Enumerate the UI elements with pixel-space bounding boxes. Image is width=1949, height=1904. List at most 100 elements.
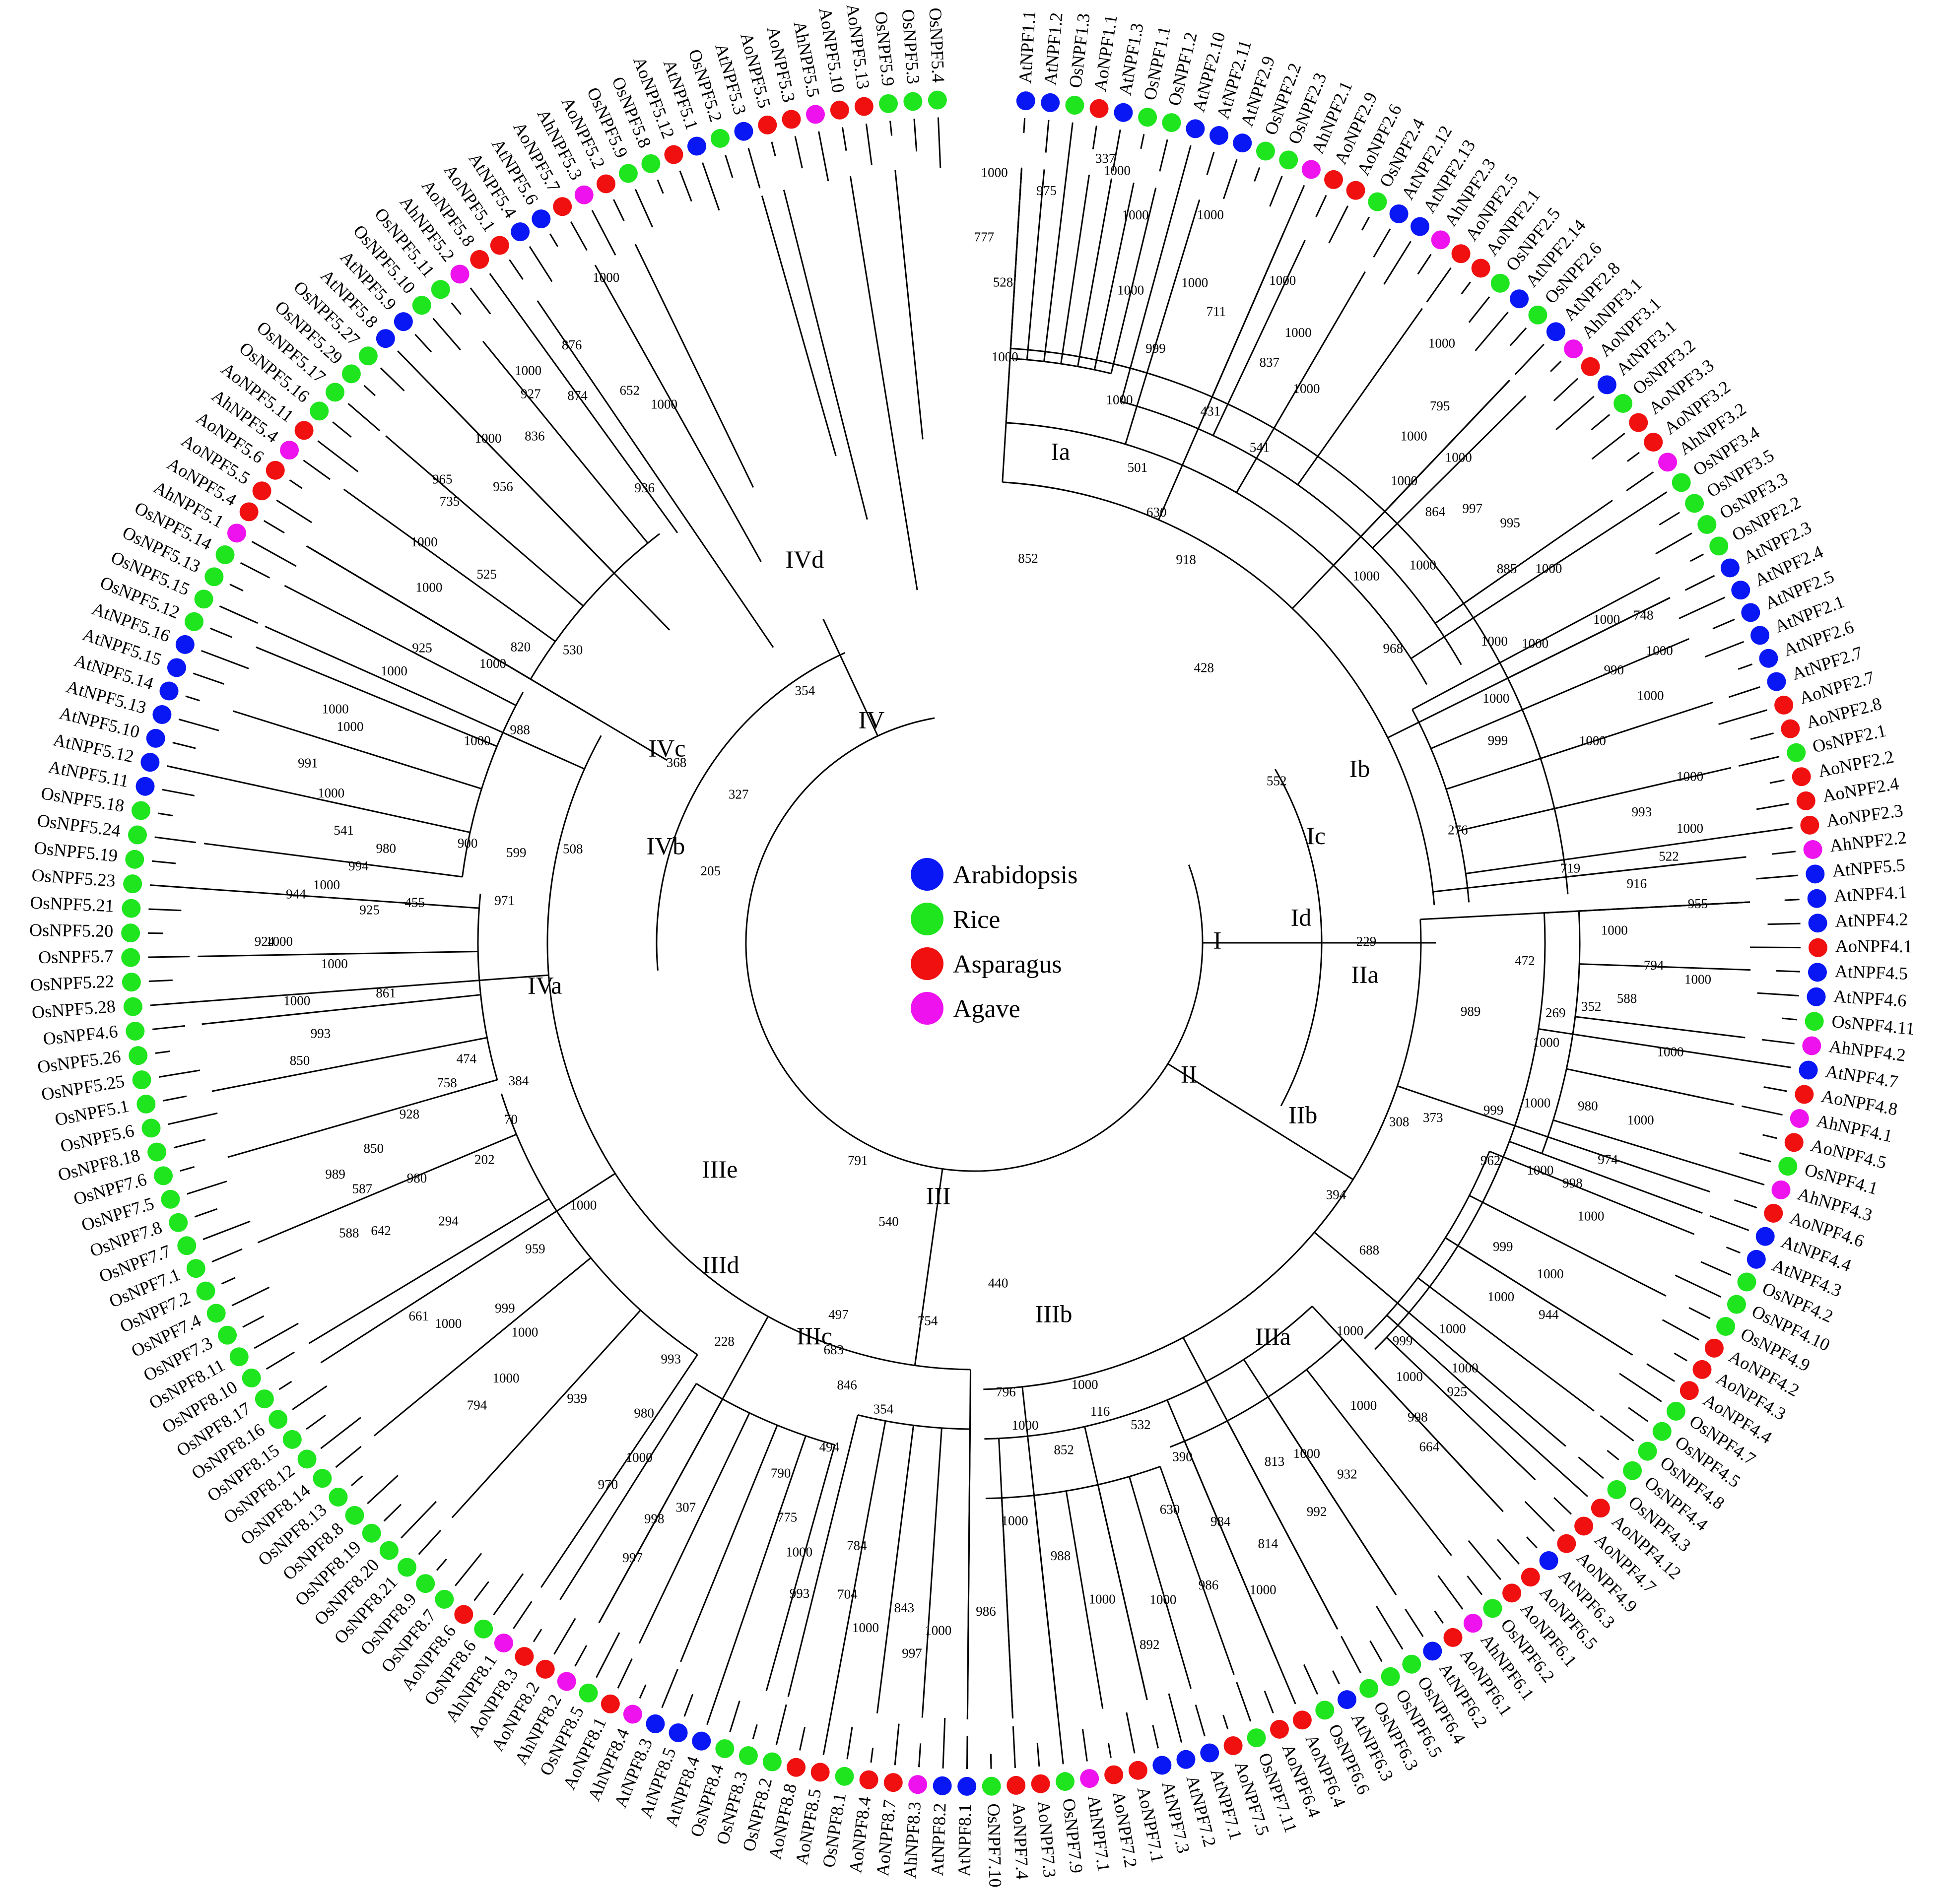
leaf-label: OsNPF4.6 <box>42 1021 119 1049</box>
bootstrap-value: 368 <box>667 755 687 770</box>
bootstrap-value: 924 <box>255 934 275 949</box>
leaf-dot <box>204 567 224 587</box>
branch-line <box>451 1310 641 1518</box>
branch-line <box>308 1198 550 1344</box>
branch-line <box>1430 638 1689 749</box>
branch-line <box>418 1529 442 1555</box>
branch-line <box>529 246 553 282</box>
branch-line <box>1469 1194 1667 1297</box>
leaf-dot <box>1638 1442 1657 1461</box>
bootstrap-value: 228 <box>714 1334 735 1349</box>
leaf-dot <box>159 681 179 701</box>
leaf-dot <box>341 364 361 384</box>
legend-item-asparagus: Asparagus <box>911 947 1062 980</box>
branch-line <box>1110 188 1157 374</box>
bootstrap-value: 956 <box>493 479 513 494</box>
branch-line <box>1688 1307 1711 1319</box>
bootstrap-value: 735 <box>440 494 460 509</box>
bootstrap-value: 955 <box>1688 896 1708 911</box>
leaf-dot <box>1546 322 1565 341</box>
branch-line <box>1405 1608 1424 1637</box>
bootstrap-value: 1000 <box>464 733 491 748</box>
bootstrap-value: 1000 <box>515 363 541 378</box>
branch-line <box>1387 597 1671 739</box>
leaf-dot <box>1210 126 1229 145</box>
bootstrap-value: 1000 <box>266 934 293 949</box>
leaf-dot <box>1510 289 1529 309</box>
bootstrap-value: 790 <box>771 1465 791 1480</box>
branch-line <box>187 1181 227 1195</box>
bootstrap-value: 936 <box>635 480 655 495</box>
branch-line <box>1065 1491 1104 1709</box>
leaf-dot <box>1007 1775 1026 1795</box>
leaf-dot <box>1279 150 1298 170</box>
leaf-dot <box>394 312 413 331</box>
bootstrap-value: 308 <box>1389 1115 1410 1129</box>
bootstrap-value: 440 <box>988 1276 1008 1291</box>
leaf-label: AtNPF1.2 <box>1040 11 1067 86</box>
branch-line <box>211 1248 243 1263</box>
branch-line <box>489 273 520 315</box>
leaf-dot <box>121 948 140 967</box>
branch-line <box>1566 1068 1735 1106</box>
branch-arc <box>984 1306 1313 1440</box>
branch-line <box>1397 1085 1710 1193</box>
branch-arc <box>745 717 1204 1172</box>
leaf-dot <box>739 1746 758 1765</box>
bootstrap-value: 962 <box>1480 1153 1501 1168</box>
legend-label: Rice <box>953 906 1000 934</box>
leaf-dot <box>1162 113 1181 132</box>
bootstrap-value: 1000 <box>381 663 407 678</box>
branch-line <box>1509 327 1527 346</box>
leaf-dot <box>1256 141 1275 161</box>
leaf-dot <box>313 1469 332 1488</box>
branch-line <box>163 1095 187 1102</box>
leaf-dot <box>1806 864 1825 884</box>
branch-line <box>1553 1119 1717 1171</box>
branch-line <box>199 888 479 909</box>
leaf-dot <box>1597 375 1616 394</box>
leaf-dot <box>266 460 285 480</box>
bootstrap-value: 70 <box>504 1112 518 1127</box>
leaf-dot <box>1315 1701 1335 1720</box>
bootstrap-value: 852 <box>1018 551 1038 566</box>
branch-line <box>232 710 482 789</box>
leaf-dot <box>185 612 204 631</box>
bootstrap-value: 1000 <box>1410 558 1436 573</box>
bootstrap-value: 1000 <box>283 993 310 1008</box>
branch-line <box>436 1558 447 1571</box>
leaf-label: OsNPF7.9 <box>1059 1797 1087 1874</box>
leaf-dot <box>1731 581 1750 600</box>
leaf-dot <box>1716 1317 1736 1336</box>
leaf-dot <box>376 329 395 348</box>
branch-line <box>194 1208 218 1218</box>
bootstrap-value: 1000 <box>1481 634 1508 649</box>
leaf-dot <box>1128 1761 1147 1780</box>
leaf-dot <box>1629 413 1648 432</box>
branch-arc <box>857 1414 970 1430</box>
bootstrap-value: 354 <box>795 683 815 698</box>
bootstrap-value: 991 <box>298 755 318 770</box>
leaf-dot <box>1471 259 1490 278</box>
leaf-dot <box>454 1605 473 1624</box>
bootstrap-value: 688 <box>1359 1243 1380 1257</box>
leaf-dot <box>762 1752 782 1772</box>
branch-line <box>1624 491 1668 521</box>
branch-line <box>1524 1501 1555 1532</box>
leaf-dot <box>1423 1641 1442 1661</box>
branch-line <box>1120 193 1179 402</box>
branch-line <box>1043 171 1068 362</box>
bootstrap-value: 528 <box>993 274 1013 289</box>
leaf-dot <box>1104 1765 1124 1784</box>
leaf-dot <box>122 899 141 918</box>
leaf-dot <box>177 1236 197 1255</box>
branch-line <box>1718 709 1767 725</box>
bootstrap-value: 205 <box>700 863 721 878</box>
branch-line <box>889 121 893 136</box>
leaf-label: AtNPF1.1 <box>1015 10 1039 84</box>
leaf-dot <box>782 110 801 129</box>
clade-label: IVd <box>785 545 824 573</box>
leaf-label: AhNPF2.2 <box>1829 827 1908 855</box>
branch-arc <box>462 692 524 877</box>
bootstrap-value: 986 <box>1199 1577 1219 1592</box>
